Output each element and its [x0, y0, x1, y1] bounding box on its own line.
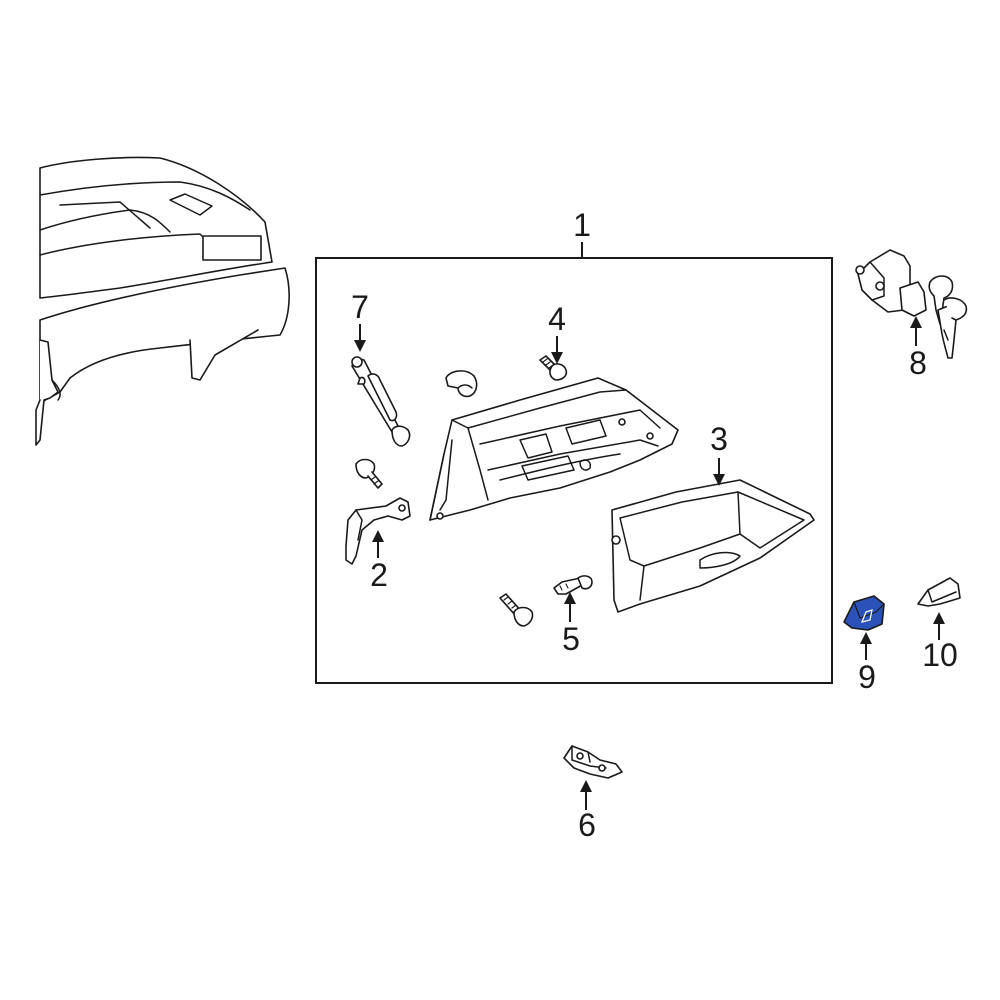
glove-box-housing [429, 377, 679, 521]
clip-part [445, 370, 478, 398]
callout-1: 1 [573, 207, 591, 243]
callout-9: 9 [858, 659, 876, 695]
highlighted-lock-cover-part [843, 595, 885, 631]
cover-part-10 [917, 577, 961, 607]
callout-8: 8 [909, 345, 927, 381]
bolt-part-4 [539, 355, 568, 381]
callout-7: 7 [351, 289, 369, 325]
bolt-part-upper [355, 458, 383, 489]
callout-arrows [354, 316, 945, 810]
bracket-part [345, 497, 411, 565]
callout-10: 10 [922, 637, 958, 673]
callout-5: 5 [562, 621, 580, 657]
bolt-part-5 [553, 575, 593, 595]
glove-box-assembly-frame [315, 257, 833, 684]
callout-6: 6 [578, 807, 596, 843]
damper-part [351, 356, 411, 447]
hinge-part [563, 745, 623, 779]
dashboard-context-illustration [35, 156, 290, 446]
lock-assembly [855, 249, 968, 359]
callout-2: 2 [370, 557, 388, 593]
bolt-part-lower [499, 593, 534, 627]
glove-box-door [611, 479, 815, 613]
callout-4: 4 [548, 301, 566, 337]
callout-3: 3 [710, 421, 728, 457]
